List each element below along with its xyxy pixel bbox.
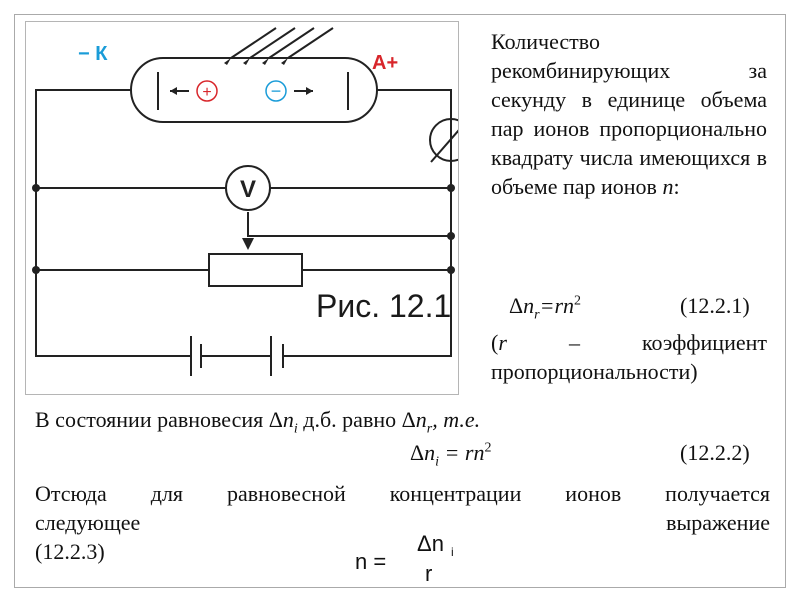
equation-number-2: (12.2.2) [680, 440, 750, 465]
formula-var: n [424, 440, 436, 465]
conclusion-word-left: следующее [35, 510, 141, 535]
formula-sup: 2 [484, 440, 492, 456]
junction-dot [32, 184, 40, 192]
plus-sign: + [202, 84, 211, 101]
ion-arrowhead-right [306, 87, 313, 95]
slide-frame: + − − К A+ V Рис. 12.1 Количество рекомб… [14, 14, 786, 588]
formula-sub: r [534, 307, 540, 323]
voltmeter-circle [225, 165, 271, 211]
formula-var: n [523, 293, 535, 318]
frac-numerator: Δn [417, 531, 444, 556]
ammeter-circle [429, 118, 458, 162]
equilibrium-line: В состоянии равновесия Δni д.б. равно Δn… [35, 405, 770, 443]
equilibrium-mid: д.б. равно Δ [297, 407, 416, 432]
junction-dot [32, 266, 40, 274]
negative-ion-circle [265, 80, 287, 102]
circuit-figure: + − − К A+ V Рис. 12.1 [25, 21, 459, 395]
frac-numerator-sub: i [451, 545, 454, 559]
radiation-arrowhead [243, 58, 250, 65]
voltmeter-label: V [240, 176, 256, 203]
formula-rhs: = rn [439, 440, 485, 465]
wire-left-loop [35, 89, 191, 357]
circuit-diagram: + − − К A+ V [32, 27, 458, 376]
positive-ion-circle [196, 80, 218, 102]
rheostat [208, 253, 303, 287]
anode-label: A+ [372, 52, 398, 74]
conclusion-word-right: выражение [666, 510, 770, 535]
equilibrium-end: , т.е. [432, 407, 481, 432]
ammeter-arrow-line [430, 129, 458, 163]
eq-sub-i: i [293, 421, 298, 437]
cathode-label: − К [78, 43, 108, 65]
formula-2: Δni = rn2 [410, 440, 491, 470]
radiation-lines [230, 27, 334, 59]
junction-dot [447, 232, 455, 240]
radiation-arrowhead [262, 58, 269, 65]
ion-arrowhead-left [170, 87, 177, 95]
minus-sign: − [271, 81, 282, 101]
eq-sub-r: r [426, 421, 433, 437]
formula-sup: 2 [574, 293, 582, 309]
paragraph-text: Количество рекомбинирующих за секунду в … [491, 29, 767, 199]
junction-dot [447, 266, 455, 274]
frac-lhs: n = [355, 549, 387, 574]
equilibrium-text: В состоянии равновесия Δ [35, 407, 283, 432]
figure-caption: Рис. 12.1 [316, 288, 452, 324]
conclusion-line-2: следующее выражение [35, 508, 770, 537]
note-open: ( [491, 330, 499, 355]
formula-1: Δnr=rn2 [509, 293, 581, 323]
slider-arrowhead [242, 238, 254, 250]
delta-symbol: Δ [410, 440, 425, 465]
note-paragraph: (r – коэффициент пропорциональности) [491, 328, 767, 386]
wire-right-loop [283, 89, 452, 357]
formula-rhs: =rn [539, 293, 575, 318]
eq-var-n: n [282, 407, 294, 432]
frac-denominator: r [425, 561, 433, 586]
radiation-arrowhead [224, 58, 231, 65]
formula-sub: i [435, 454, 440, 470]
radiation-arrowhead [281, 58, 288, 65]
note-r: r [498, 330, 507, 355]
equation-number-3: (12.2.3) [35, 539, 105, 564]
var-n: n [662, 174, 674, 199]
wire-slider [247, 212, 451, 237]
discharge-tube [130, 57, 378, 123]
battery-cells [190, 336, 284, 376]
note-text: – коэффициент пропорциональности) [491, 330, 767, 384]
formula-3: n = Δn i r [355, 531, 465, 591]
colon: : [673, 174, 680, 199]
junction-dot [447, 184, 455, 192]
conclusion-line-1: Отсюда для равновесной концентрации ионо… [35, 481, 770, 506]
equation-number-1: (12.2.1) [680, 293, 750, 318]
delta-symbol: Δ [509, 293, 524, 318]
eq-var-n: n [415, 407, 427, 432]
right-paragraph: Количество рекомбинирующих за секунду в … [491, 27, 767, 201]
